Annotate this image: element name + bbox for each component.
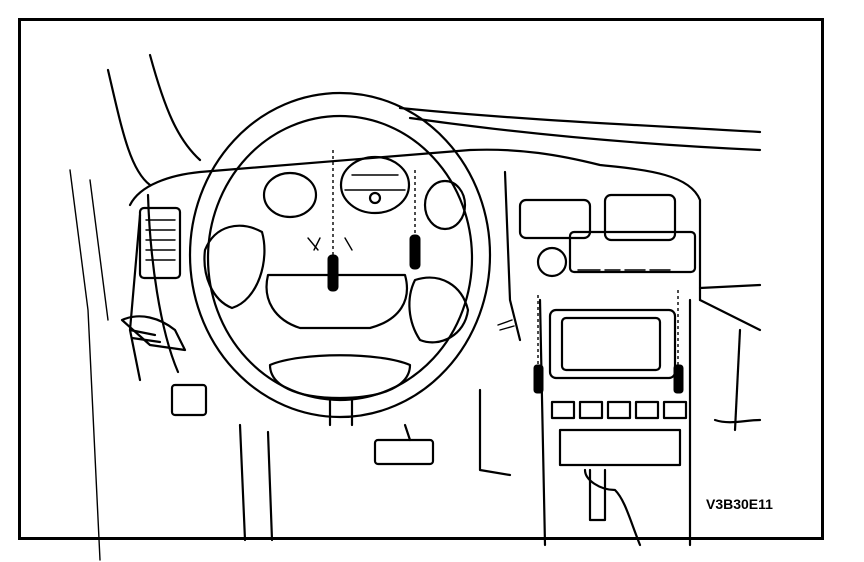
windshield-lines: [69, 53, 762, 561]
steering-wheel: [188, 91, 492, 427]
instrument-cluster: [262, 155, 467, 231]
dashboard-outline: [128, 148, 762, 432]
left-vent: [120, 206, 187, 352]
center-console: [518, 193, 697, 547]
lower-column-and-pedals: [170, 319, 515, 542]
figure-code-label: V3B30E11: [706, 496, 773, 512]
